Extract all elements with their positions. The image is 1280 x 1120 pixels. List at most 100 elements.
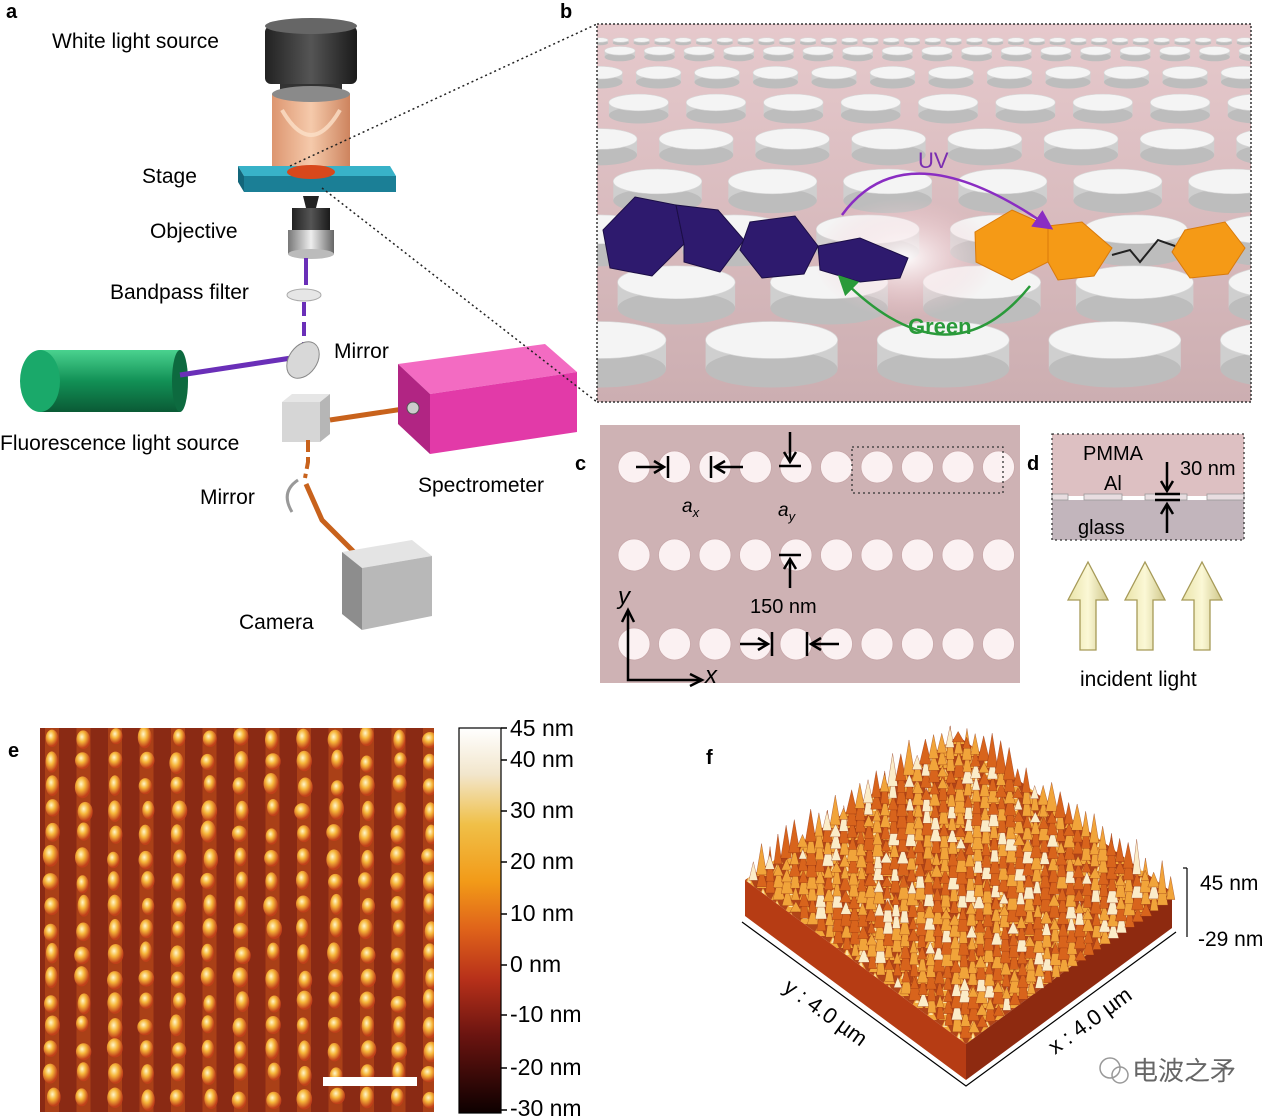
afm-nanoparticle-columns xyxy=(42,728,434,1112)
nanohole xyxy=(941,450,975,484)
afm-peak xyxy=(1014,840,1025,858)
nanodisk xyxy=(966,37,983,46)
afm-peak xyxy=(906,848,917,871)
afm-particle xyxy=(203,848,219,870)
afm-particle xyxy=(77,993,91,1015)
afm-particle xyxy=(235,800,249,822)
colorbar xyxy=(458,727,502,1114)
nanodisk xyxy=(1188,168,1251,214)
label-spectrometer: Spectrometer xyxy=(418,474,544,497)
afm-peak xyxy=(1016,914,1027,929)
afm-peak xyxy=(991,925,1003,945)
afm-particle xyxy=(76,1062,91,1082)
nanodisk xyxy=(802,46,834,62)
afm-particle xyxy=(74,776,91,799)
afm-peak xyxy=(923,849,933,871)
afm-peak xyxy=(907,927,920,942)
afm-peak xyxy=(1074,949,1087,961)
colorbar-label-0: 0 nm xyxy=(510,951,561,977)
afm-particle xyxy=(170,971,185,989)
nanodisk xyxy=(1236,130,1251,164)
afm-peak xyxy=(974,954,987,968)
uv-label: UV xyxy=(918,148,949,173)
afm-peak xyxy=(901,966,911,983)
nanodisk xyxy=(918,93,979,124)
afm-peak xyxy=(824,908,835,926)
afm-particle xyxy=(296,728,311,750)
afm-particle xyxy=(265,872,278,892)
afm-particle xyxy=(231,1091,247,1110)
afm-particle xyxy=(265,753,281,770)
xy-axes xyxy=(620,607,705,688)
afm-peak xyxy=(1000,922,1010,940)
afm-peak xyxy=(980,803,991,821)
afm-particle xyxy=(359,728,374,746)
afm-particle xyxy=(421,848,434,866)
afm-peak xyxy=(896,846,910,864)
afm-peak xyxy=(1029,811,1041,823)
afm-particle xyxy=(203,894,217,917)
afm-particle xyxy=(140,1064,154,1084)
colorbar-label-m30: -30 nm xyxy=(510,1095,582,1120)
afm-peak xyxy=(1051,942,1060,954)
nanodisk xyxy=(612,37,630,46)
afm-particle xyxy=(200,753,215,770)
afm-particle xyxy=(390,996,407,1013)
afm-particle xyxy=(328,873,343,891)
afm-peak xyxy=(945,767,957,784)
afm-particle xyxy=(234,895,247,917)
afm-3d-peaks xyxy=(748,725,1176,1039)
afm-peak xyxy=(1147,871,1160,888)
afm-particle xyxy=(201,1066,216,1086)
afm-peak xyxy=(756,843,767,875)
afm-particle xyxy=(45,822,60,842)
afm-peak xyxy=(906,843,917,859)
afm-peak xyxy=(981,846,992,868)
afm-peak xyxy=(1048,861,1059,883)
afm-peak xyxy=(949,958,962,973)
axis-x-label: x xyxy=(704,662,718,689)
afm-peak xyxy=(805,809,817,842)
afm-particle xyxy=(330,893,343,915)
afm-particle xyxy=(74,946,90,965)
afm-particle xyxy=(232,1017,247,1038)
afm-peak xyxy=(913,812,925,829)
nanohole xyxy=(820,538,853,572)
afm-peak xyxy=(872,828,883,845)
stage xyxy=(238,165,396,192)
afm-particle xyxy=(108,1063,124,1084)
afm-particle xyxy=(44,995,58,1013)
afm-peak xyxy=(958,905,968,920)
afm-peak xyxy=(936,765,948,777)
afm-peak xyxy=(949,894,959,914)
afm-peak xyxy=(1003,747,1016,780)
afm-peak xyxy=(1115,894,1126,910)
afm-peak xyxy=(992,980,1004,993)
afm-peak xyxy=(1114,874,1126,886)
afm-peak xyxy=(884,957,895,970)
afm-peak xyxy=(981,837,991,856)
afm-peak xyxy=(1017,921,1027,941)
afm-peak xyxy=(1045,782,1058,812)
afm-particle xyxy=(169,1089,185,1107)
afm-particle xyxy=(425,824,434,845)
afm-particle xyxy=(357,872,373,891)
afm-particle xyxy=(422,1091,434,1109)
afm-peak xyxy=(920,787,932,800)
afm-particle xyxy=(298,1040,311,1062)
watermark: 电波之矛 xyxy=(1099,1056,1236,1086)
afm-peak xyxy=(1021,837,1034,852)
afm-peak xyxy=(1006,855,1017,875)
afm-particle xyxy=(74,847,90,868)
nanodisk xyxy=(597,66,623,89)
afm-peak xyxy=(788,819,801,853)
afm-peak xyxy=(1058,917,1068,937)
signal-beam-down xyxy=(303,440,310,479)
afm-particle xyxy=(107,971,123,990)
afm-peak xyxy=(1027,977,1036,994)
afm-peak xyxy=(978,771,991,785)
afm-peak xyxy=(947,809,957,831)
afm-particle xyxy=(138,824,152,846)
afm-peak xyxy=(918,948,927,972)
afm-particle xyxy=(327,1043,342,1062)
